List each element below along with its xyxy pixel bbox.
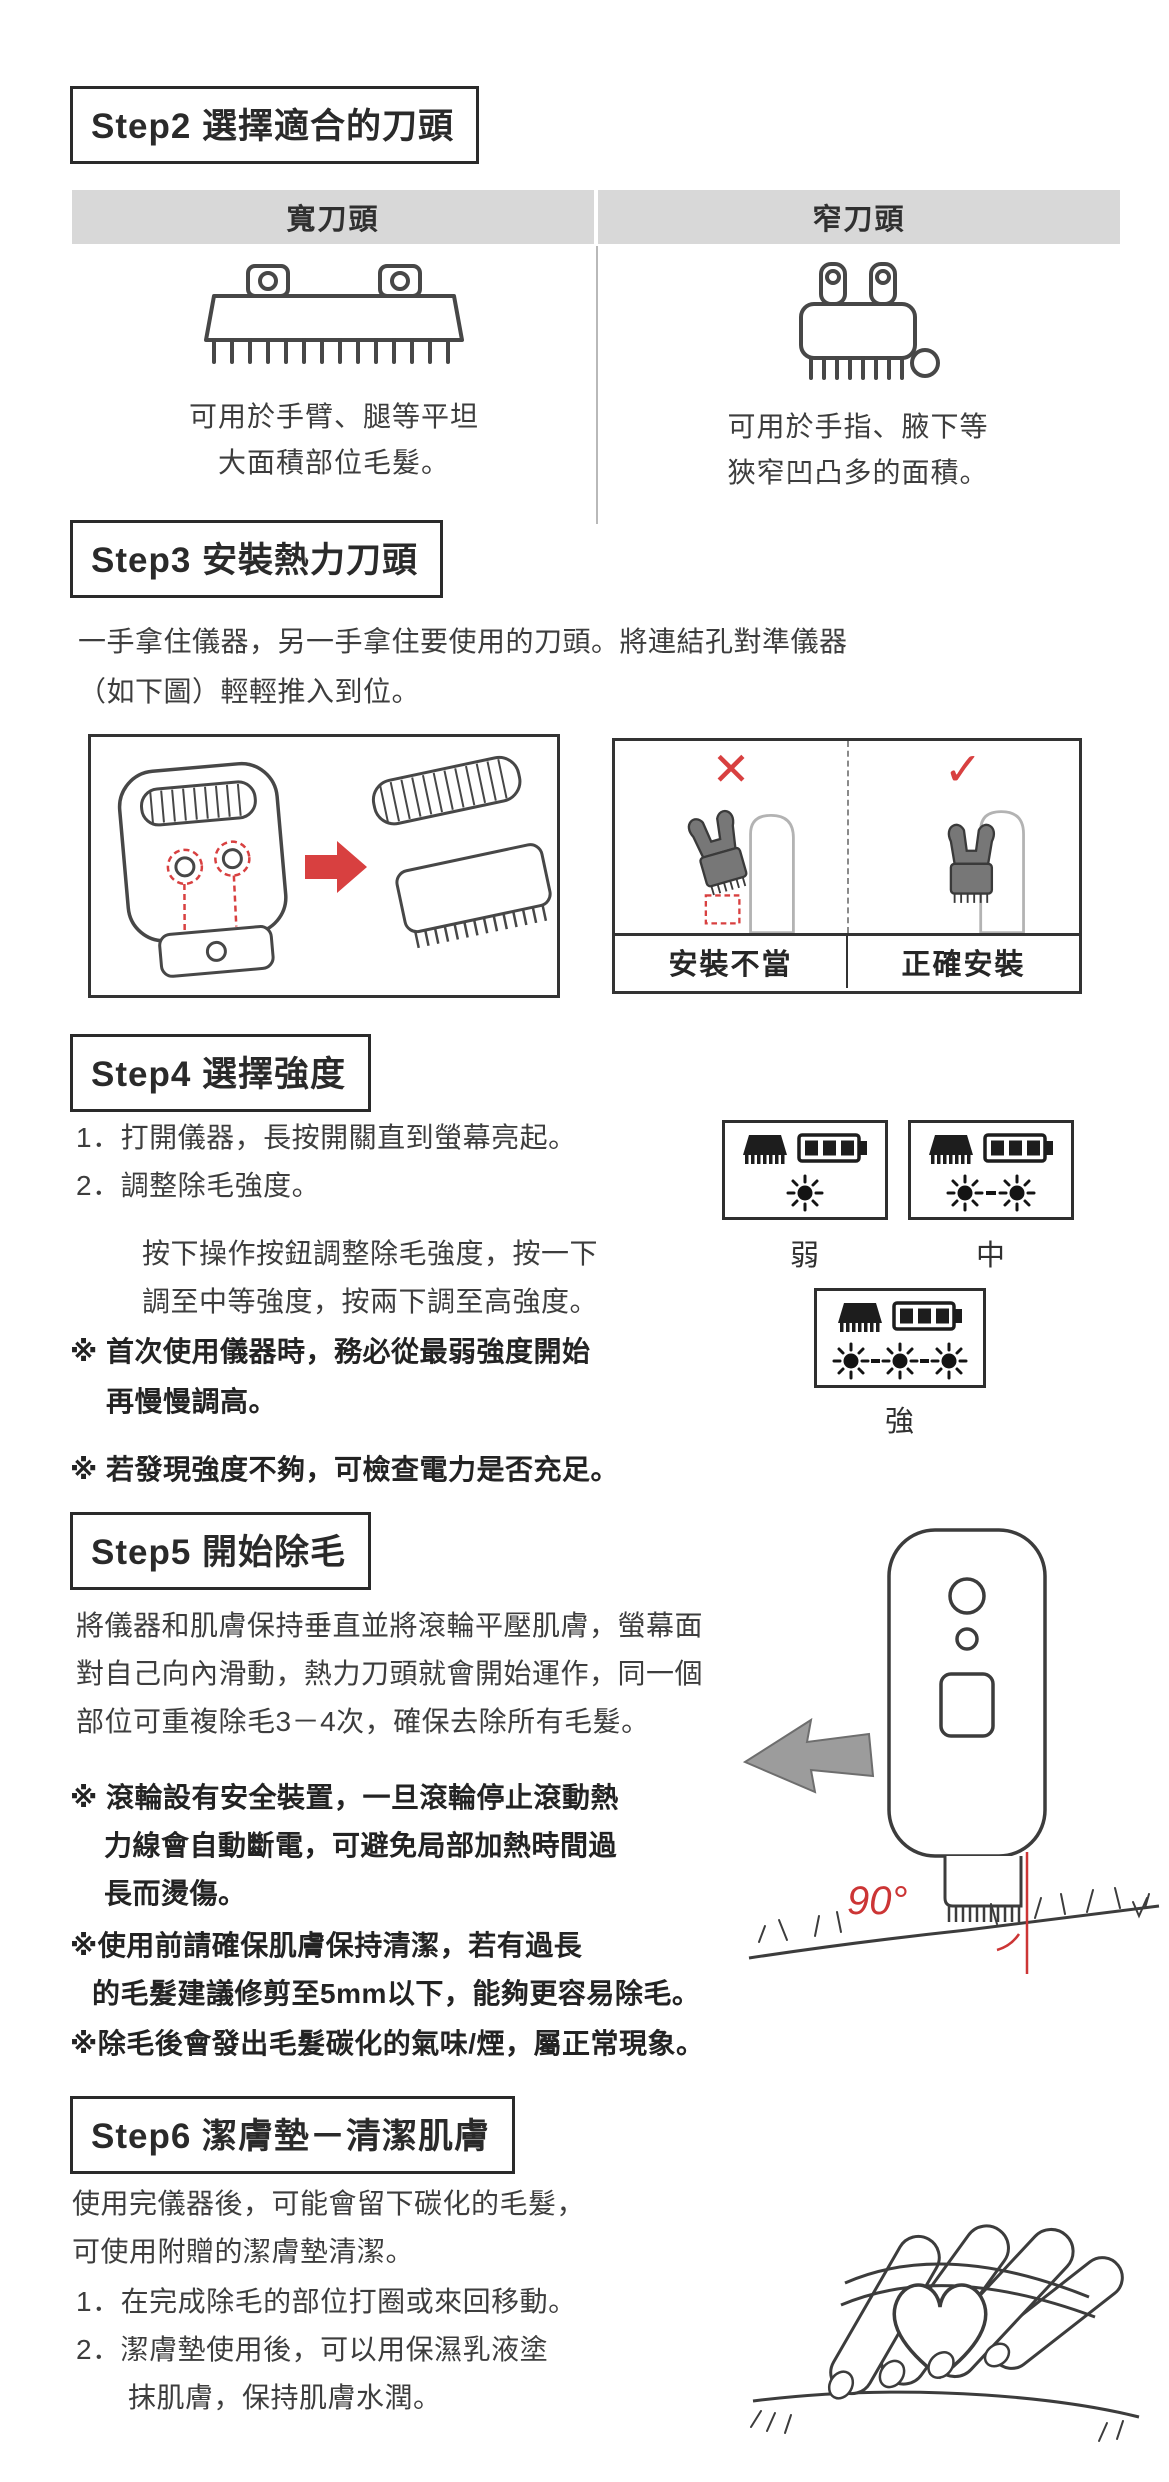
intensity-label-weak: 弱 — [789, 1240, 820, 1272]
step4-title: Step4 選擇強度 — [70, 1034, 372, 1112]
blade-type-table: 寬刀頭 窄刀頭 — [72, 190, 1120, 524]
step4-item-detail: 調至中等強度，按兩下調至高強度。 — [142, 1286, 599, 1317]
heart-pad — [892, 2283, 988, 2380]
skin-line — [752, 2390, 1140, 2419]
step6-item: 1．在完成除毛的部位打圈或來回移動。 — [76, 2286, 577, 2317]
step6-body-line: 使用完儀器後，可能會留下碳化的毛髮， — [72, 2188, 586, 2219]
blade-battery-icon — [836, 1301, 964, 1334]
check-mark-icon: ✓ — [943, 743, 983, 795]
blade-battery-icon — [741, 1133, 869, 1166]
intensity-display-weak — [722, 1120, 888, 1220]
sun-icon — [946, 1174, 984, 1212]
step5-body-line: 部位可重複除毛3－4次，確保去除所有毛髮。 — [76, 1706, 650, 1737]
cleansing-pad-illustration — [750, 2224, 1140, 2442]
alignment-guides — [166, 840, 251, 934]
step5-note: 的毛髮建議修剪至5mm以下，能夠更容易除毛。 — [92, 1978, 701, 2009]
step3-body-line: 一手拿住儀器，另一手拿住要使用的刀頭。將連結孔對準儀器 — [78, 626, 848, 657]
angle-label: 90° — [847, 1879, 908, 1923]
step4-note: ※ 若發現強度不夠，可檢查電力是否充足。 — [70, 1454, 620, 1485]
red-arrow-icon — [305, 841, 367, 893]
narrow-blade-column: 可用於手指、腋下等 狹窄凹凸多的面積。 — [596, 244, 1120, 496]
wide-blade-caption-line: 可用於手臂、腿等平坦 — [188, 401, 479, 432]
intensity-label-strong: 強 — [884, 1406, 915, 1438]
step6-body-line: 可使用附贈的潔膚墊清潔。 — [72, 2236, 415, 2267]
blade-installation-diagram — [117, 755, 552, 978]
wrong-label: 安裝不當 — [668, 949, 793, 981]
step4-note: 再慢慢調高。 — [106, 1386, 278, 1417]
wide-blade-caption-line: 大面積部位毛髮。 — [217, 447, 450, 478]
step4-item-detail: 按下操作按鈕調整除毛強度，按一下 — [142, 1238, 599, 1269]
intensity-label-medium: 中 — [975, 1240, 1006, 1272]
sun-icon — [998, 1174, 1036, 1212]
correct-installation-illustration — [947, 810, 1025, 933]
step5-note: ※使用前請確保肌膚保持清潔，若有過長 — [70, 1930, 583, 1961]
step3-title: Step3 安裝熱力刀頭 — [70, 520, 444, 598]
wide-blade-header: 寬刀頭 — [72, 190, 594, 244]
device-usage-illustration: 90° — [742, 1528, 1160, 1974]
narrow-blade-caption-line: 狹窄凹凸多的面積。 — [727, 457, 989, 488]
wide-blade-column: 可用於手臂、腿等平坦 大面積部位毛髮。 — [72, 244, 596, 496]
fingernails — [827, 2342, 1011, 2400]
intensity-display-strong — [814, 1288, 986, 1388]
installation-check-box: ✕ ✓ — [612, 738, 1082, 994]
narrow-blade-caption-line: 可用於手指、腋下等 — [727, 411, 989, 442]
dashed-divider — [847, 741, 849, 933]
hair-strokes — [750, 2410, 1124, 2442]
sun-icon — [930, 1342, 968, 1380]
step4-item: 1．打開儀器，長按開關直到螢幕亮起。 — [76, 1122, 577, 1153]
step2-title: Step2 選擇適合的刀頭 — [70, 86, 480, 164]
intensity-display-medium — [908, 1120, 1074, 1220]
step5-body-line: 對自己向內滑動，熱力刀頭就會開始運作，同一個 — [76, 1658, 704, 1689]
wide-blade-illustration — [204, 264, 464, 364]
step5-note: 長而燙傷。 — [104, 1878, 247, 1909]
step5-note: 力線會自動斷電，可避免局部加熱時間過 — [104, 1830, 618, 1861]
wrong-installation-illustration — [687, 810, 795, 933]
step3-body-line: （如下圖）輕輕推入到位。 — [78, 676, 421, 707]
step5-note: ※除毛後會發出毛髮碳化的氣味/煙，屬正常現象。 — [70, 2028, 705, 2059]
column-divider — [596, 246, 598, 524]
narrow-blade-header: 窄刀頭 — [598, 190, 1120, 244]
correct-label: 正確安裝 — [846, 936, 1079, 988]
correct-installation-half: ✓ — [847, 741, 1079, 933]
step5-note: ※ 滾輪設有安全裝置，一旦滾輪停止滾動熱 — [70, 1782, 620, 1813]
hair-strokes — [758, 1887, 1150, 1943]
sun-icon — [881, 1342, 919, 1380]
angle-guide — [996, 1852, 1029, 1974]
step5-title: Step5 開始除毛 — [70, 1512, 372, 1590]
skin-line — [748, 1904, 1160, 1960]
step5-body-line: 將儀器和肌膚保持垂直並將滾輪平壓肌膚，螢幕面 — [76, 1610, 704, 1641]
step6-item: 2．潔膚墊使用後，可以用保濕乳液塗 — [76, 2334, 549, 2365]
blade-battery-icon — [927, 1133, 1055, 1166]
installation-diagram-box — [88, 734, 560, 998]
gap-highlight — [704, 894, 741, 925]
wrong-mark-icon: ✕ — [711, 743, 751, 795]
step6-item: 抹肌膚，保持肌膚水潤。 — [128, 2382, 442, 2413]
step6-title: Step6 潔膚墊－清潔肌膚 — [70, 2096, 516, 2174]
sun-icon — [832, 1342, 870, 1380]
narrow-blade-illustration — [799, 262, 940, 380]
wrong-installation-half: ✕ — [615, 741, 847, 933]
direction-arrow-icon — [742, 1717, 875, 1794]
sun-icon — [786, 1174, 824, 1212]
step4-item: 2．調整除毛強度。 — [76, 1170, 321, 1201]
step4-note: ※ 首次使用儀器時，務必從最弱強度開始 — [70, 1336, 591, 1367]
